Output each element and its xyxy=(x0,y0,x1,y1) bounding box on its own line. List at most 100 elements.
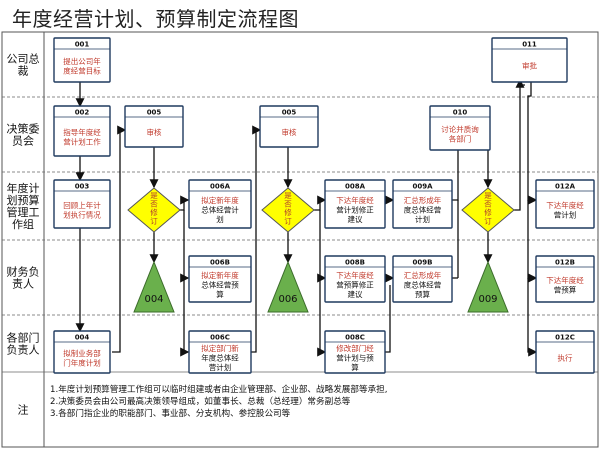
box-text: 拟制业务部 xyxy=(63,348,101,358)
box-id: 009B xyxy=(413,259,433,267)
box-text: 度总体经营 xyxy=(404,205,442,215)
box-text: 营计划与预 xyxy=(336,353,374,363)
arrow-011-012B xyxy=(527,200,538,283)
box-text: 计划 xyxy=(415,214,430,224)
decision-label: 是 xyxy=(150,191,158,200)
box-text: 划 xyxy=(216,214,224,224)
diagram-frame xyxy=(1,31,599,448)
box-text: 审批 xyxy=(522,61,537,71)
page-title: 年度经营计划、预算制定流程图 xyxy=(12,7,299,31)
box-text: 营计划 xyxy=(554,209,577,219)
box-id: 006C xyxy=(210,334,230,342)
box-id: 008B xyxy=(345,259,365,267)
box-text: 总体经营预 xyxy=(201,280,239,290)
box-id: 009A xyxy=(412,183,433,191)
process-box-012c: 012C 执行 xyxy=(535,330,595,374)
triangle-label: 009 xyxy=(478,294,497,305)
arrow-011-012C xyxy=(527,278,538,357)
box-id: 003 xyxy=(75,183,90,191)
box-text: 算 xyxy=(351,362,359,372)
box-text: 门年度计划 xyxy=(63,357,101,367)
lane-label: 年度计划预算管理工作组 xyxy=(7,181,40,231)
lane-label: 各部门负责人 xyxy=(7,331,40,357)
arrow-006-005b xyxy=(250,125,262,353)
box-text: 总体经营计 xyxy=(201,205,239,215)
box-text: 年度总体经 xyxy=(201,353,239,363)
box-text: 度经营目标 xyxy=(63,65,101,75)
decision-label: 否 xyxy=(484,200,492,209)
box-id: 012B xyxy=(555,259,575,267)
box-id: 006B xyxy=(210,259,230,267)
box-text: 讨论并质询 xyxy=(441,124,479,134)
triangle-connector-004: 004 xyxy=(133,260,175,313)
decision-label: 修 xyxy=(150,207,158,217)
box-id: 012A xyxy=(555,183,576,191)
box-text: 下达年度经 xyxy=(546,275,584,285)
arrow-decision2-008A xyxy=(314,195,327,211)
triangle-label: 004 xyxy=(144,294,163,305)
box-text: 汇总形成年 xyxy=(404,195,442,205)
box-text: 回顾上年计 xyxy=(63,200,101,210)
box-text: 指导年度经 xyxy=(63,127,101,137)
decision-label: 是 xyxy=(484,191,492,200)
lane-label: 决策委员会 xyxy=(7,122,40,148)
box-text: 下达年度经 xyxy=(546,200,584,210)
arrow-decision3-011 xyxy=(514,84,525,211)
decision-label: 订 xyxy=(150,216,158,226)
box-text: 审核 xyxy=(147,127,162,137)
box-id: 005 xyxy=(282,109,297,117)
box-text: 营计划 xyxy=(209,362,232,372)
decision-label: 否 xyxy=(284,200,292,209)
triangle-connector-009: 009 xyxy=(467,260,509,313)
box-text: 算 xyxy=(216,289,224,299)
arrow-decision1-006A xyxy=(180,195,190,211)
box-text: 度总体经营 xyxy=(404,280,442,290)
process-box-005: 005 审核 xyxy=(259,105,319,148)
box-text: 执行 xyxy=(558,353,573,363)
box-text: 汇总形成年 xyxy=(404,270,442,280)
box-text: 拟定新年度 xyxy=(201,195,239,205)
box-text: 拟定新年度 xyxy=(201,270,239,280)
lane-label: 财务负责人 xyxy=(7,265,40,291)
box-id: 002 xyxy=(75,109,90,117)
arrow-decision2-008B xyxy=(317,210,327,283)
box-id: 012C xyxy=(555,334,575,342)
note-line: 2.决策委员会由公司最高决策领导组成，如董事长、总裁（总经理）常务副总等 xyxy=(50,395,351,407)
box-text: 审核 xyxy=(282,127,297,137)
box-id: 011 xyxy=(522,41,537,49)
box-text: 营预算修正 xyxy=(336,280,374,290)
decision-label: 订 xyxy=(284,216,292,226)
process-boxes: 001提出公司年度经营目标002指导年度经营计划工作003回顾上年计划执行情况0… xyxy=(53,37,595,374)
decision-label: 否 xyxy=(150,200,158,209)
decision-label: 订 xyxy=(484,216,492,226)
box-text: 划执行情况 xyxy=(63,209,101,219)
arrow-008C-009 xyxy=(385,285,391,353)
arrow-decision1-006C xyxy=(180,278,190,357)
note-line: 3.各部门指企业的职能部门、事业部、分支机构、参控股公司等 xyxy=(50,407,291,419)
box-id: 004 xyxy=(75,334,90,342)
box-id: 001 xyxy=(75,41,90,49)
box-text: 各部门 xyxy=(449,133,472,143)
notes: 1.年度计划预算管理工作组可以临时组建或者由企业管理部、企业部、战略发展部等承担… xyxy=(50,383,388,419)
box-text: 预算 xyxy=(415,289,430,299)
